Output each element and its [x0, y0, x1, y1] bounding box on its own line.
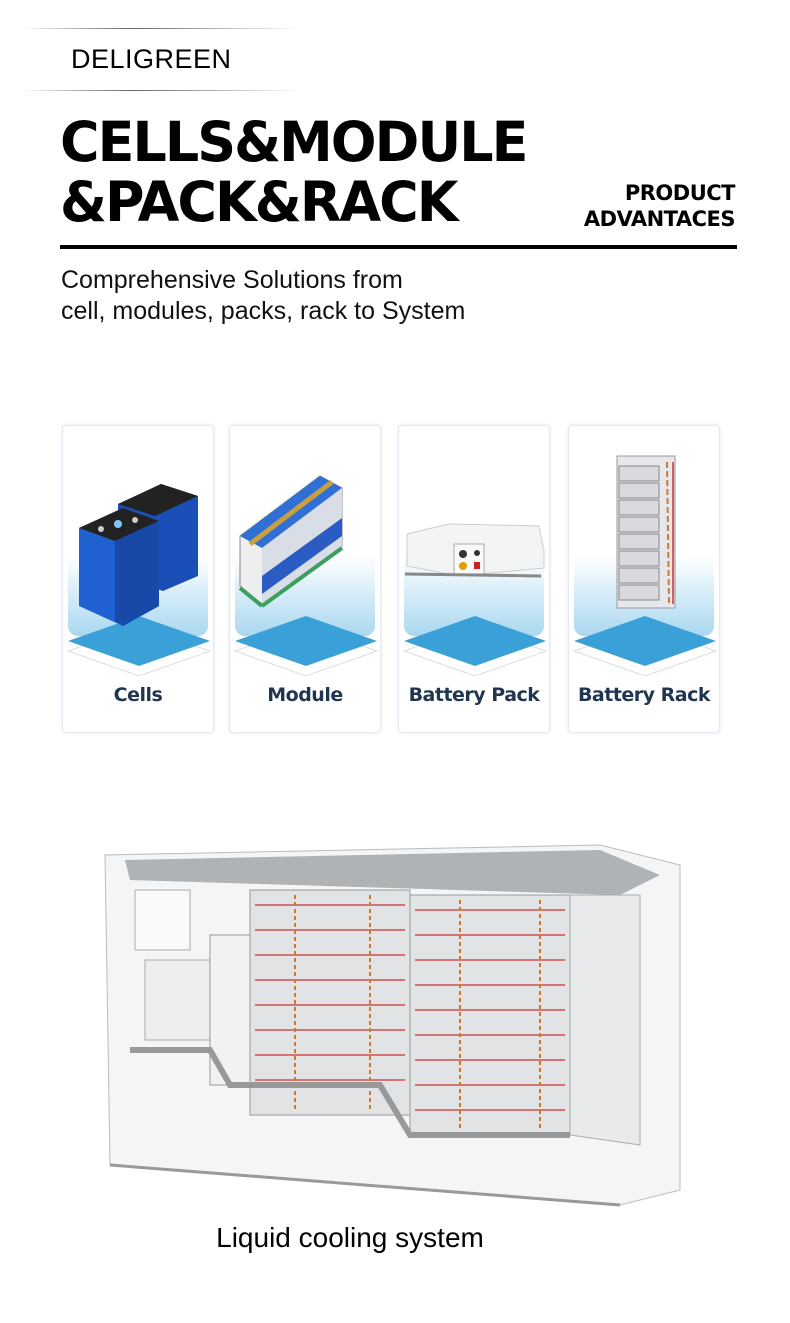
subtitle-line-1: Comprehensive Solutions from	[61, 266, 403, 294]
brand-name: DELIGREEN	[71, 44, 232, 74]
product-advantages-tag: PRODUCT ADVANTACES	[583, 180, 736, 232]
battery-cells-icon	[66, 484, 212, 677]
title-line-1: CELLS&MODULE	[60, 110, 528, 174]
tag-line-2: ADVANTACES	[583, 207, 736, 231]
product-label: Cells	[113, 684, 163, 706]
product-label: Module	[267, 684, 343, 706]
battery-module-icon	[233, 475, 379, 677]
product-card-module: Module	[229, 425, 381, 733]
brand-divider	[20, 90, 300, 91]
product-label: Battery Pack	[408, 684, 540, 706]
battery-pack-icon	[402, 523, 548, 677]
product-card-battery-rack: Battery Rack	[568, 425, 720, 733]
battery-rack-icon	[572, 455, 718, 677]
subtitle-line-2: cell, modules, packs, rack to System	[61, 297, 466, 325]
liquid-cooling-container-illustration	[104, 844, 681, 1207]
subtitle: Comprehensive Solutions from cell, modul…	[61, 265, 465, 327]
product-label: Battery Rack	[577, 684, 711, 706]
system-caption: Liquid cooling system	[216, 1222, 484, 1253]
product-card-battery-pack: Battery Pack	[398, 425, 550, 733]
page-title: CELLS&MODULE &PACK&RACK	[60, 110, 528, 234]
top-divider	[20, 28, 300, 29]
title-rule	[60, 245, 737, 249]
product-card-cells: Cells	[62, 425, 214, 733]
title-line-2: &PACK&RACK	[60, 170, 459, 234]
tag-line-1: PRODUCT	[624, 181, 736, 205]
